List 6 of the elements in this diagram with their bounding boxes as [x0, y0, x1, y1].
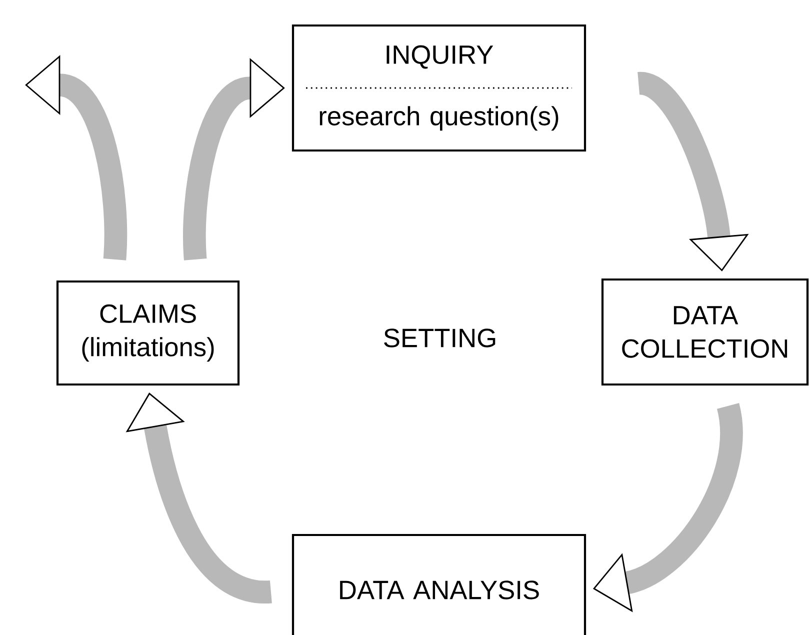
curved-arrow — [183, 58, 285, 260]
process-box: DATA ANALYSIS — [292, 534, 586, 635]
process-box: CLAIMS (limitations) — [56, 280, 240, 386]
setting-label: SETTING — [384, 328, 496, 348]
process-box: DATA COLLECTION — [601, 278, 809, 386]
process-box: INQUIRY research question(s) — [292, 24, 586, 152]
